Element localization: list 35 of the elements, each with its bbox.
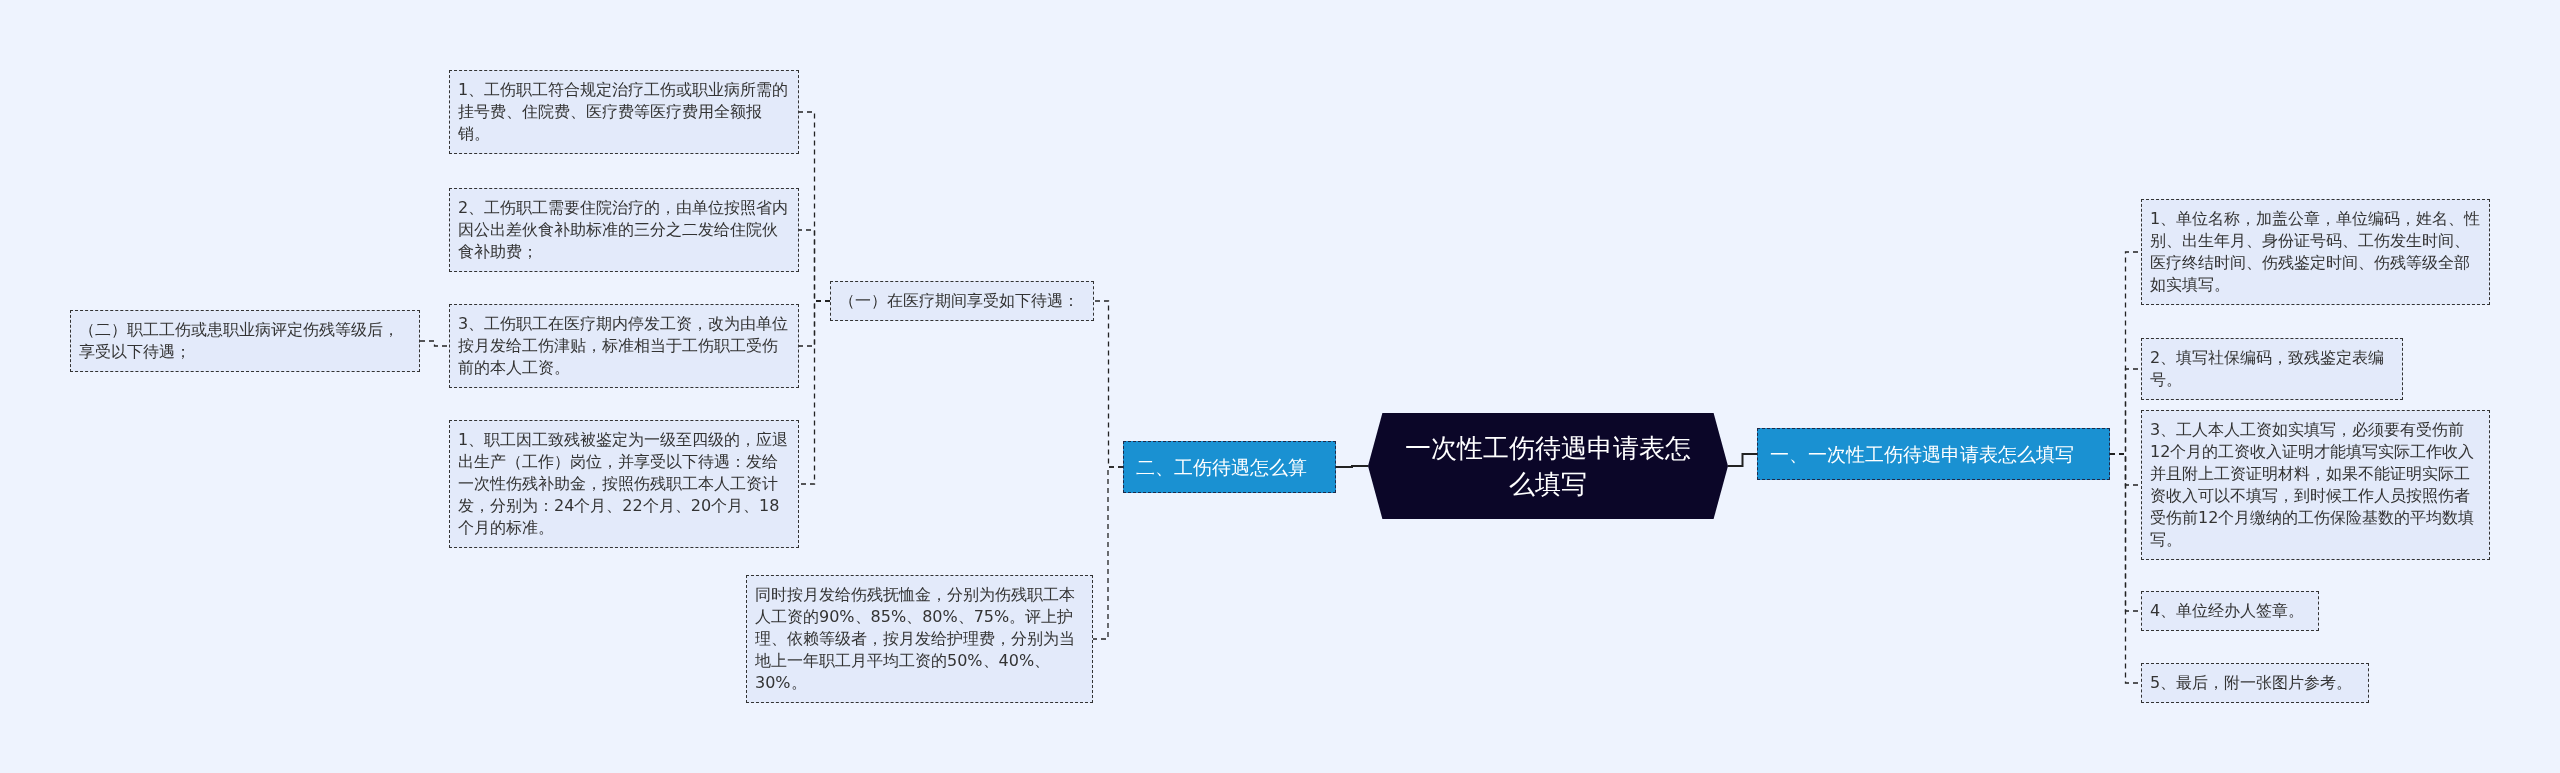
item-text: 2、填写社保编码，致残鉴定表编号。	[2150, 347, 2386, 391]
branch-title: 二、工伤待遇怎么算	[1136, 455, 1308, 480]
connector-line	[1335, 465, 1369, 468]
text-box	[449, 70, 799, 154]
text-box	[70, 310, 420, 372]
branch-topic	[1123, 441, 1336, 493]
item-text: 2、工伤职工需要住院治疗的，由单位按照省内因公出差伙食补助标准的三分之二发给住院伙食补助费；	[458, 197, 790, 263]
text-box	[2141, 199, 2490, 305]
item-text: 4、单位经办人签章。	[2150, 600, 2306, 622]
item-text: （二）职工工伤或患职业病评定伤残等级后，享受以下待遇；	[79, 319, 400, 363]
text-box	[2141, 591, 2319, 631]
text-box	[449, 304, 799, 388]
text-box	[746, 575, 1093, 703]
branch-title: 一、一次性工伤待遇申请表怎么填写	[1770, 442, 2075, 467]
item-text: 3、工人本人工资如实填写，必须要有受伤前12个月的工资收入证明才能填写实际工作收入并且附上工资证明材料，如果不能证明实际工资收入可以不填写，到时候工作人员按照伤者受伤前12个月缴纳的工伤保险基数的平均数填写。	[2150, 419, 2476, 551]
item-text: 3、工伤职工在医疗期内停发工资，改为由单位按月发给工伤津贴，标准相当于工伤职工受伤前的本人工资。	[458, 313, 790, 379]
branch-topic	[1757, 428, 2110, 480]
item-text: 同时按月发给伤残抚恤金，分别为伤残职工本人工资的90%、85%、80%、75%。评上护理、依赖等级者，按月发给护理费，分别为当地上一年职工月平均工资的50%、40%、30%。	[755, 584, 1076, 694]
central-topic	[1368, 413, 1728, 519]
topic-title: 一次性工伤待遇申请表怎么填写	[1404, 432, 1692, 501]
connector-line	[1092, 466, 1124, 640]
item-text: （一）在医疗期间享受如下待遇：	[839, 290, 1080, 312]
connector-line	[1727, 453, 1758, 467]
text-box	[830, 281, 1094, 321]
item-text: 1、职工因工致残被鉴定为一级至四级的，应退出生产（工作）岗位，并享受以下待遇：发给一次性伤残补助金，按照伤残职工本人工资计发，分别为：24个月、22个月、20个月、18个月的标准。	[458, 429, 790, 539]
connector-line	[419, 340, 450, 347]
item-text: 1、工伤职工符合规定治疗工伤或职业病所需的挂号费、住院费、医疗费等医疗费用全额报销。	[458, 79, 790, 145]
text-box	[2141, 410, 2490, 560]
item-text: 1、单位名称，加盖公章，单位编码，姓名、性别、出生年月、身份证号码、工伤发生时间、医疗终结时间、伤残鉴定时间、伤残等级全部如实填写。	[2150, 208, 2481, 296]
text-box	[449, 188, 799, 272]
text-box	[2141, 663, 2369, 703]
text-box	[2141, 338, 2403, 400]
connector-line	[798, 300, 831, 485]
item-text: 5、最后，附一张图片参考。	[2150, 672, 2354, 694]
text-box	[449, 420, 799, 548]
